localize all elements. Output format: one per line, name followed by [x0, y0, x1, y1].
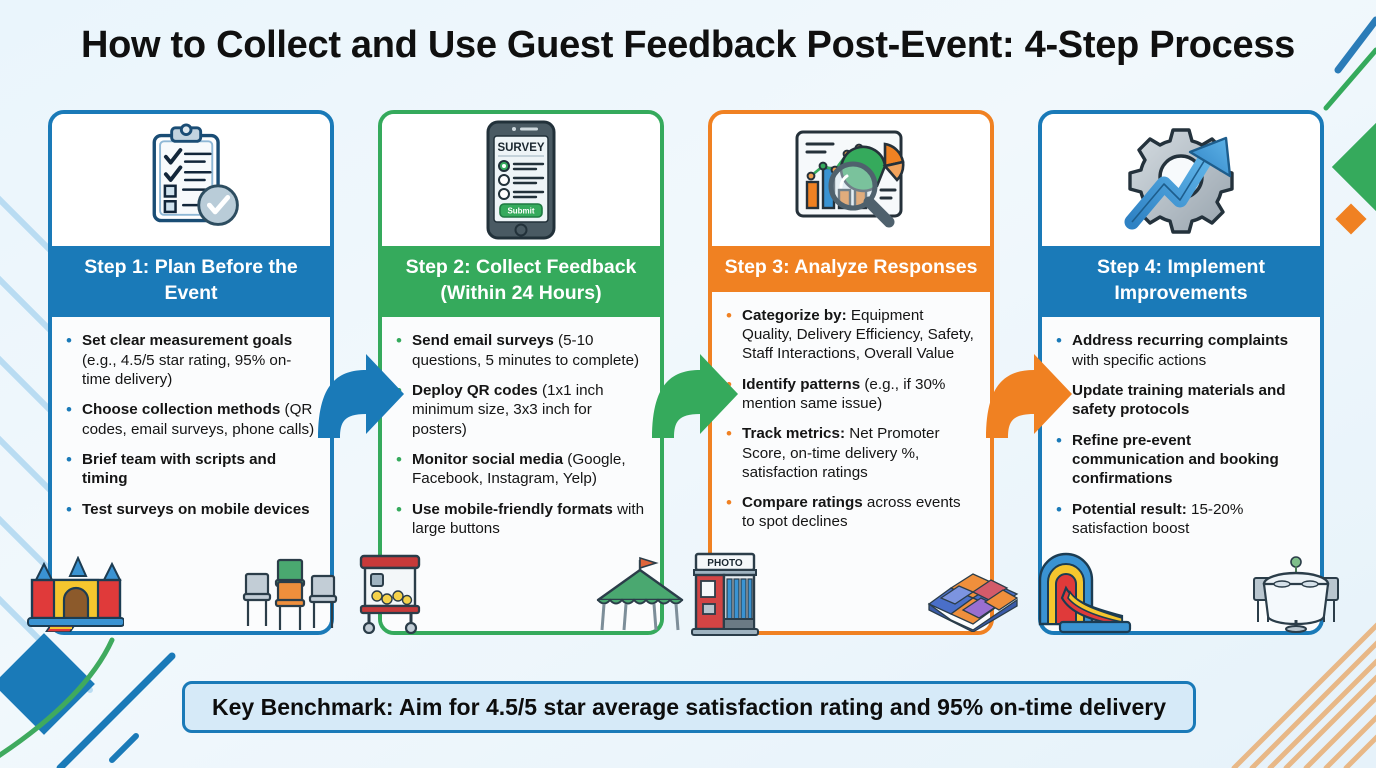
key-benchmark-banner: Key Benchmark: Aim for 4.5/5 star averag…	[182, 681, 1196, 733]
bullet-bold: Deploy QR codes	[412, 382, 538, 400]
key-benchmark-text: Key Benchmark: Aim for 4.5/5 star averag…	[212, 693, 1166, 720]
list-item: Deploy QR codes (1x1 inch minimum size, …	[394, 380, 646, 439]
bullet-bold: Potential result:	[1072, 500, 1187, 518]
bullet-bold: Test surveys on mobile devices	[82, 500, 310, 518]
bullet-bold: Update training materials and safety pro…	[1072, 382, 1286, 419]
gear-growth-arrow-icon	[1124, 128, 1234, 234]
step-3-header: Step 3: Analyze Responses	[712, 246, 990, 292]
survey-submit-button-label: Submit	[507, 207, 534, 216]
bullet-bold: Address recurring complaints	[1072, 332, 1289, 350]
list-item: Update training materials and safety pro…	[1054, 380, 1306, 420]
green-curve	[0, 637, 115, 758]
page-title: How to Collect and Use Guest Feedback Po…	[80, 24, 1295, 66]
bullet-rest: with large buttons	[412, 500, 645, 537]
bullet-rest: (5-10 questions, 5 minutes to complete)	[412, 332, 640, 369]
arrow-step1-to-step2	[318, 352, 404, 440]
bullet-bold: Identify patterns	[742, 375, 861, 393]
water-slide-icon	[1038, 552, 1132, 634]
bullet-bold: Use mobile-friendly formats	[412, 500, 613, 518]
mobile-survey-icon: SURVEY Submit	[486, 120, 556, 240]
step-3-bullet-list: Categorize by: Equipment Quality, Delive…	[724, 305, 976, 532]
bullet-bold: Monitor social media	[412, 450, 564, 468]
list-item: Monitor social media (Google, Facebook, …	[394, 449, 646, 489]
bullet-rest: Net Promoter Score, on-time delivery %, …	[742, 425, 940, 481]
step-2-icon-area: SURVEY Submit	[382, 114, 660, 246]
dance-floor-icon	[927, 573, 1019, 632]
bullet-bold: Choose collection methods	[82, 401, 281, 419]
step-card-4[interactable]: Step 4: Implement Improvements Address r…	[1038, 110, 1324, 635]
step-card-1[interactable]: Step 1: Plan Before the Event Set clear …	[48, 110, 334, 635]
step-4-bullet-list: Address recurring complaints with specif…	[1054, 330, 1306, 539]
arrow-step2-to-step3	[652, 352, 738, 440]
bullet-rest: (1x1 inch minimum size, 3x3 inch for pos…	[412, 382, 604, 438]
step-1-body: Set clear measurement goals (e.g., 4.5/5…	[52, 317, 330, 631]
banquet-table-icon	[1253, 556, 1339, 633]
photo-booth-icon: PHOTO	[691, 552, 759, 636]
list-item: Refine pre-event communication and booki…	[1054, 430, 1306, 489]
curved-arrow-icon	[652, 354, 738, 438]
list-item: Test surveys on mobile devices	[64, 499, 316, 521]
list-item: Send email surveys (5-10 questions, 5 mi…	[394, 330, 646, 370]
step-3-icon-area	[712, 114, 990, 246]
survey-screen-label: SURVEY	[497, 142, 544, 154]
orange-small-diamond	[1335, 203, 1367, 235]
bullet-rest: across events to spot declines	[742, 494, 961, 531]
bullet-rest: 15-20% satisfaction boost	[1072, 500, 1244, 537]
list-item: Track metrics: Net Promoter Score, on-ti…	[724, 423, 976, 482]
photo-booth-label: PHOTO	[707, 558, 743, 569]
step-1-bullet-list: Set clear measurement goals (e.g., 4.5/5…	[64, 330, 316, 521]
step-3-body: Categorize by: Equipment Quality, Delive…	[712, 291, 990, 631]
curved-arrow-icon	[986, 354, 1072, 438]
step-4-icon-area	[1042, 114, 1320, 246]
stacked-chairs-icon	[242, 558, 338, 630]
analytics-magnifier-icon	[795, 130, 905, 228]
bullet-bold: Categorize by:	[742, 306, 847, 324]
list-item: Use mobile-friendly formats with large b…	[394, 499, 646, 539]
step-2-header: Step 2: Collect Feedback (Within 24 Hour…	[382, 246, 660, 318]
list-item: Address recurring complaints with specif…	[1054, 330, 1306, 370]
list-item: Brief team with scripts and timing	[64, 449, 316, 489]
blue-diagonal-short	[109, 733, 139, 763]
bullet-rest: (e.g., 4.5/5 star rating, 95% on-time de…	[82, 351, 292, 389]
bullet-bold: Refine pre-event communication and booki…	[1072, 431, 1279, 488]
curved-arrow-icon	[318, 354, 404, 438]
popcorn-machine-icon	[359, 554, 421, 634]
list-item: Set clear measurement goals (e.g., 4.5/5…	[64, 330, 316, 389]
blue-diamond	[0, 633, 95, 735]
list-item: Compare ratings across events to spot de…	[724, 492, 976, 532]
bullet-rest: (e.g., if 30% mention same issue)	[742, 375, 946, 412]
list-item: Potential result: 15-20% satisfaction bo…	[1054, 499, 1306, 539]
step-2-bullet-list: Send email surveys (5-10 questions, 5 mi…	[394, 330, 646, 539]
bullet-rest: Equipment Quality, Delivery Efficiency, …	[742, 306, 974, 363]
list-item: Categorize by: Equipment Quality, Delive…	[724, 305, 976, 364]
bullet-bold: Set clear measurement goals	[82, 332, 293, 350]
bullet-bold: Brief team with scripts and timing	[82, 450, 277, 488]
bullet-bold: Compare ratings	[742, 494, 863, 512]
step-1-icon-area	[52, 114, 330, 246]
bounce-house-icon	[27, 556, 124, 632]
step-card-3[interactable]: Step 3: Analyze Responses Categorize by:…	[708, 110, 994, 635]
step-1-header: Step 1: Plan Before the Event	[52, 246, 330, 318]
bullet-rest: (QR codes, email surveys, phone calls)	[82, 401, 315, 438]
bullet-rest: (Google, Facebook, Instagram, Yelp)	[412, 450, 626, 488]
arrow-step3-to-step4	[986, 352, 1072, 440]
bullet-bold: Send email surveys	[412, 332, 554, 350]
blue-diagonal-long	[56, 652, 176, 768]
step-4-header: Step 4: Implement Improvements	[1042, 246, 1320, 318]
list-item: Choose collection methods (QR codes, ema…	[64, 399, 316, 439]
party-tent-icon	[596, 556, 684, 631]
bullet-rest: with specific actions	[1072, 351, 1207, 369]
green-diamond	[1331, 111, 1376, 223]
bullet-bold: Track metrics:	[742, 425, 845, 443]
clipboard-checklist-icon	[152, 123, 239, 226]
list-item: Identify patterns (e.g., if 30% mention …	[724, 374, 976, 414]
